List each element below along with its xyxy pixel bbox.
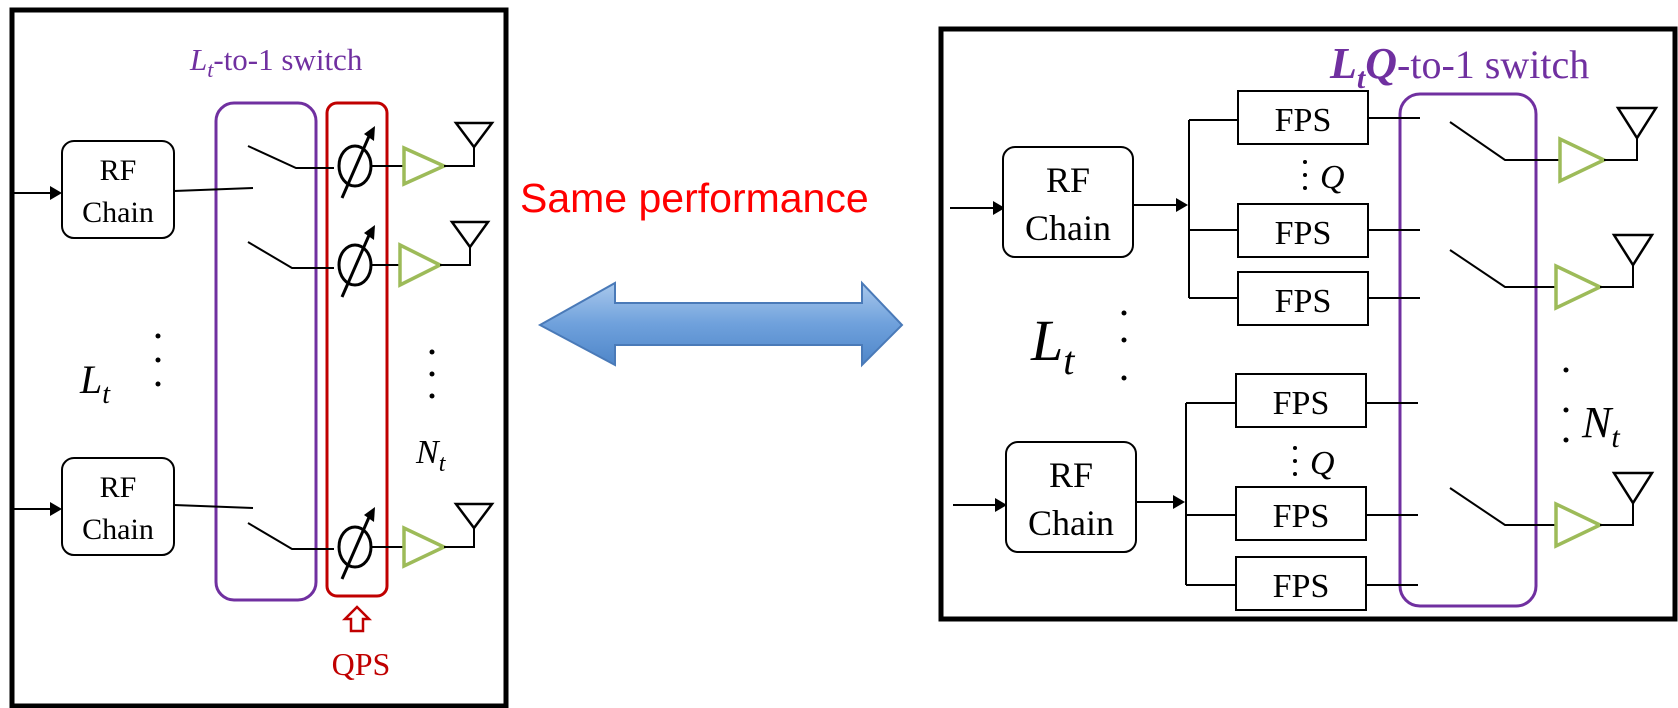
comparison-caption: Same performance — [520, 175, 869, 221]
left-switch-label: Lt-to-1 switch — [189, 42, 363, 82]
double-headed-arrow — [537, 280, 904, 368]
right-fps-box-5: FPS — [1235, 486, 1418, 541]
right-nt-label: Nt — [1581, 398, 1620, 454]
left-switch-box — [214, 101, 318, 602]
right-panel-fps-architecture: LtQ-to-1 switch RF Chain RF Chain — [938, 26, 1678, 622]
right-q-label-top: Q — [1320, 159, 1345, 196]
left-panel-qps-architecture: Lt-to-1 switch RF Chain RF Chain — [9, 7, 509, 708]
svg-text:RF: RF — [1046, 160, 1090, 200]
left-phase-shifter-row-1 — [337, 121, 495, 199]
right-antenna-row-3 — [1554, 471, 1655, 549]
left-qps-box — [325, 101, 389, 598]
left-panel-frame — [9, 7, 509, 708]
right-antenna-row-2 — [1554, 233, 1655, 311]
svg-text:RF: RF — [100, 154, 137, 187]
right-splitter-top — [1133, 119, 1237, 299]
right-fps-box-1: FPS — [1237, 90, 1420, 145]
right-input-arrow-top — [950, 201, 1005, 215]
right-switch-label: LtQ-to-1 switch — [1329, 39, 1589, 95]
svg-text:FPS: FPS — [1275, 215, 1332, 252]
right-fps-box-2: FPS — [1237, 203, 1420, 258]
left-phase-shifter-row-2 — [337, 220, 491, 298]
left-nt-dots — [429, 349, 435, 399]
svg-text:FPS: FPS — [1275, 102, 1332, 139]
left-qps-label: QPS — [332, 646, 391, 682]
right-splitter-bottom — [1136, 402, 1236, 586]
left-input-arrow-top — [12, 186, 62, 200]
right-q-label-bottom: Q — [1310, 445, 1335, 482]
svg-text:FPS: FPS — [1273, 498, 1330, 535]
comparison-center: Same performance — [520, 175, 904, 368]
svg-text:FPS: FPS — [1275, 283, 1332, 320]
right-fps-box-6: FPS — [1235, 556, 1418, 611]
right-fps-box-4: FPS — [1235, 373, 1418, 428]
left-rf-chain-bottom: RF Chain — [61, 457, 175, 556]
left-rf-chain-top: RF Chain — [61, 140, 175, 239]
right-fps-box-3: FPS — [1237, 271, 1420, 326]
right-lt-dots — [1121, 310, 1127, 381]
right-q-dots-top — [1303, 160, 1307, 190]
right-rf-chain-bottom: RF Chain — [1005, 441, 1137, 553]
left-input-arrow-bottom — [12, 502, 62, 516]
right-antenna-row-1 — [1558, 106, 1659, 184]
left-nt-label: Nt — [415, 434, 447, 477]
right-rf-chain-top: RF Chain — [1002, 146, 1134, 258]
right-switch-contacts — [1449, 121, 1560, 526]
svg-text:Chain: Chain — [1025, 208, 1111, 248]
left-phase-shifter-row-3 — [337, 502, 495, 580]
svg-text:Chain: Chain — [82, 196, 154, 229]
right-q-dots-bottom — [1293, 446, 1297, 476]
left-switch-contacts — [247, 145, 334, 550]
svg-text:RF: RF — [1049, 455, 1093, 495]
svg-text:RF: RF — [100, 471, 137, 504]
right-lt-label: Lt — [1030, 308, 1075, 383]
svg-text:FPS: FPS — [1273, 568, 1330, 605]
left-qps-callout-arrow — [341, 605, 373, 633]
left-lt-dots — [155, 333, 161, 387]
svg-text:Chain: Chain — [82, 513, 154, 546]
right-input-arrow-bottom — [953, 498, 1007, 512]
left-lt-label: Lt — [79, 357, 111, 410]
right-nt-dots — [1563, 367, 1569, 443]
svg-text:FPS: FPS — [1273, 385, 1330, 422]
svg-text:Chain: Chain — [1028, 503, 1114, 543]
right-switch-box — [1398, 92, 1538, 608]
